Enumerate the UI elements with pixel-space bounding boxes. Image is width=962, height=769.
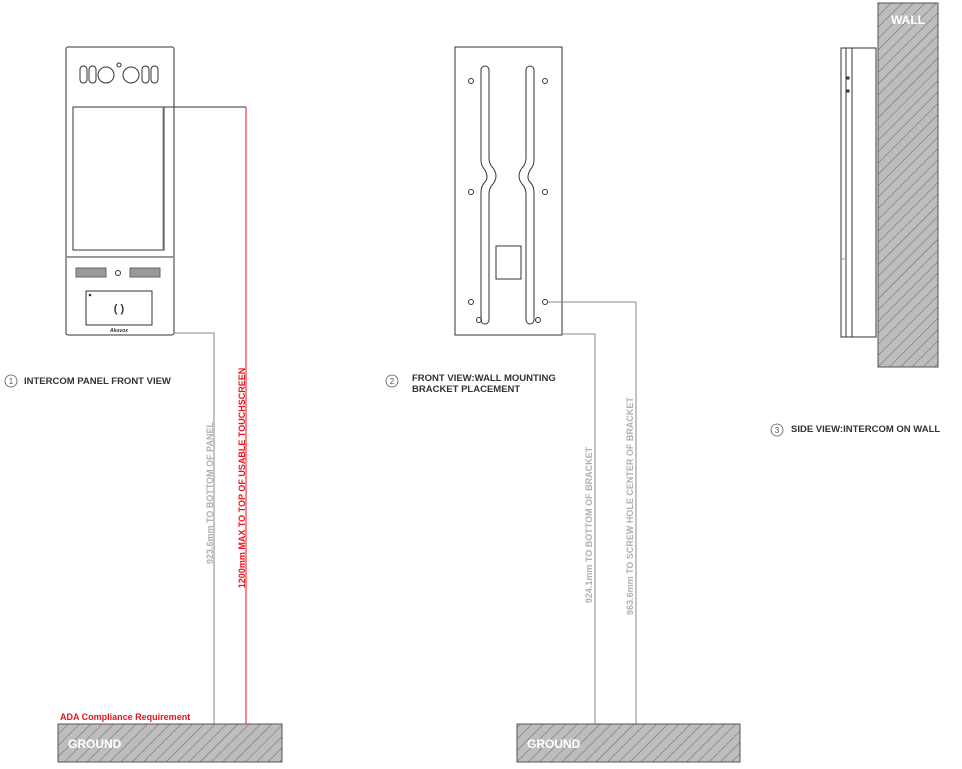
bracket-slot-right <box>518 65 535 325</box>
wall: WALL <box>877 2 939 368</box>
view-2-title-line-1: FRONT VIEW:WALL MOUNTING <box>412 373 556 384</box>
view-3-title: SIDE VIEW:INTERCOM ON WALL <box>791 424 940 435</box>
view-3-number-badge <box>770 423 784 437</box>
view-2-title-line-2: BRACKET PLACEMENT <box>412 384 520 395</box>
screw-holes <box>468 78 548 323</box>
screw-hole-dimension-label: 963.6mm TO SCREW HOLE CENTER OF BRACKET <box>625 397 635 615</box>
svg-text:GROUND: GROUND <box>68 737 122 751</box>
bracket-bottom-dimension-line <box>562 333 596 724</box>
intercom-side-profile <box>840 47 877 338</box>
speaker-grille-left <box>75 267 107 278</box>
view-2-number-badge <box>385 374 399 388</box>
intercom-panel-front: ( ) Akuvox <box>65 46 175 336</box>
speaker-grille-right <box>129 267 161 278</box>
view-1-number-badge <box>4 374 18 388</box>
view-1-number: 1 <box>9 377 14 386</box>
touchscreen <box>72 106 165 251</box>
bracket-slot-left <box>480 65 497 325</box>
nfc-icon: ( ) <box>114 303 125 315</box>
brand-logo: Akuvox <box>109 328 128 334</box>
touchscreen-dimension-label: 1200mm MAX TO TOP OF USABLE TOUCHSCREEN <box>237 368 247 588</box>
view-2-number: 2 <box>390 377 395 386</box>
ground-middle: GROUND <box>516 723 741 763</box>
bracket-bottom-dimension-label: 924.1mm TO BOTTOM OF BRACKET <box>584 446 594 603</box>
microphone <box>115 270 121 276</box>
ada-note: ADA Compliance Requirement <box>60 712 190 722</box>
svg-text:WALL: WALL <box>891 13 925 27</box>
bracket-cutout <box>495 245 522 280</box>
card-reader <box>85 290 153 326</box>
panel-bottom-dimension-line <box>174 332 215 724</box>
svg-text:GROUND: GROUND <box>527 737 581 751</box>
view-1-title: INTERCOM PANEL FRONT VIEW <box>24 376 171 387</box>
view-3-number: 3 <box>775 426 780 435</box>
screw-hole-dimension-line <box>548 301 637 724</box>
wall-mounting-bracket <box>454 46 563 336</box>
panel-bottom-dimension-label: 923.6mm TO BOTTOM OF PANEL <box>205 421 215 564</box>
ground-left: GROUND <box>57 723 283 763</box>
camera-sensor-array <box>79 62 159 84</box>
